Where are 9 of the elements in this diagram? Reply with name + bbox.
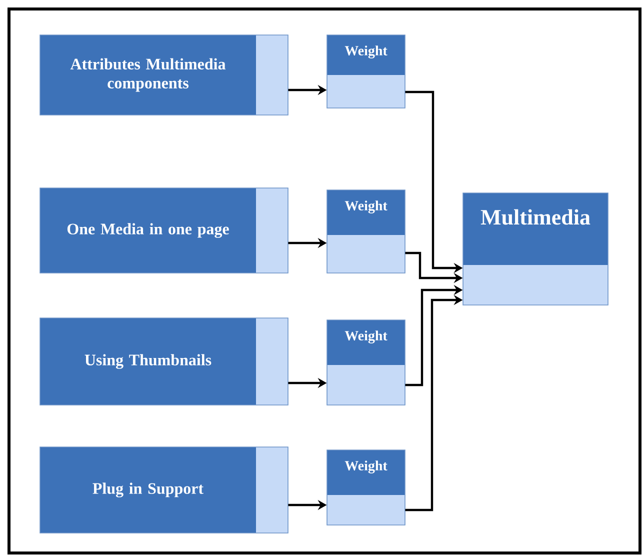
criterion-box: Plug in Support: [40, 446, 288, 534]
criterion-box: Attributes Multimedia components: [40, 34, 288, 116]
weight-box: Weight: [326, 34, 406, 108]
weight-box: Weight: [326, 450, 406, 526]
criterion-box: One Media in one page: [40, 188, 288, 274]
weight-box: Weight: [326, 190, 406, 274]
result-box: Multimedia: [462, 192, 608, 306]
weight-box: Weight: [326, 320, 406, 406]
criterion-box: Using Thumbnails: [40, 318, 288, 406]
